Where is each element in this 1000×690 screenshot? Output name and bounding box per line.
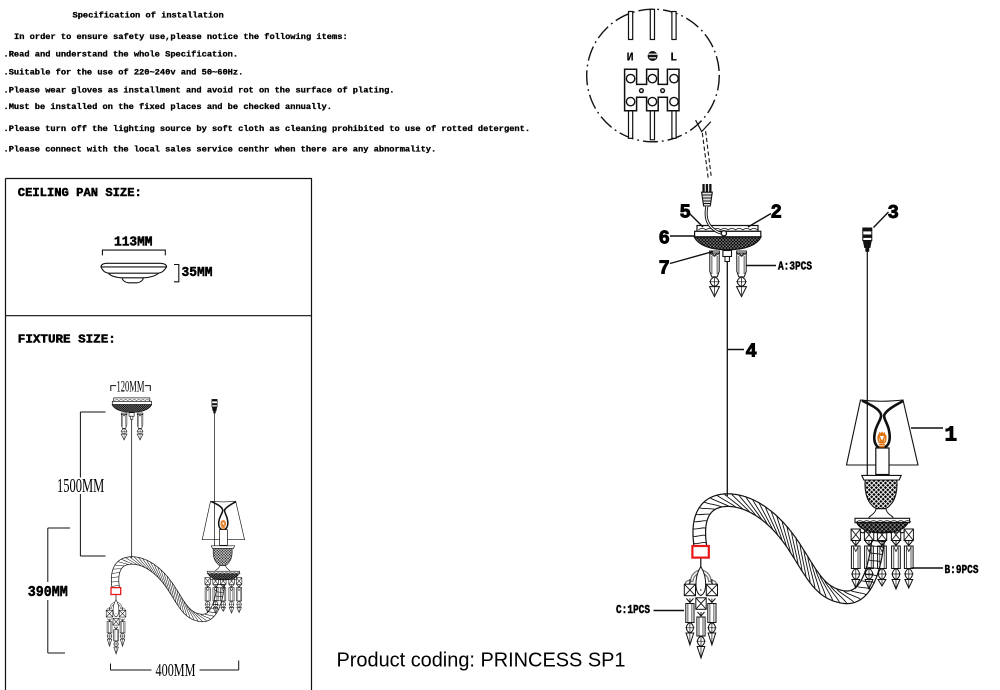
svg-text:6: 6 xyxy=(659,228,670,250)
svg-text:35MM: 35MM xyxy=(182,265,213,281)
svg-text:L: L xyxy=(670,51,677,65)
svg-text:5: 5 xyxy=(680,202,691,224)
svg-text:B:9PCS: B:9PCS xyxy=(945,563,979,577)
svg-text:.Must be installed on the fixe: .Must be installed on the fixed places a… xyxy=(4,102,332,112)
svg-text:1500MM: 1500MM xyxy=(57,476,104,497)
svg-text:1: 1 xyxy=(945,425,958,448)
svg-text:7: 7 xyxy=(659,258,670,280)
svg-text:CEILING PAN SIZE:: CEILING PAN SIZE: xyxy=(18,186,142,200)
svg-text:Specification of installation: Specification of installation xyxy=(73,10,224,20)
svg-text:Product coding: PRINCESS SP1: Product coding: PRINCESS SP1 xyxy=(337,650,626,672)
svg-text:C:1PCS: C:1PCS xyxy=(616,603,650,617)
svg-text:.Please connect with the local: .Please connect with the local sales ser… xyxy=(4,145,437,155)
svg-text:400MM: 400MM xyxy=(156,660,196,680)
svg-text:3: 3 xyxy=(888,202,899,224)
svg-text:113MM: 113MM xyxy=(114,236,153,251)
svg-text:2: 2 xyxy=(771,202,782,224)
svg-text:A:3PCS: A:3PCS xyxy=(778,260,812,274)
svg-text:.Please turn off the lighting: .Please turn off the lighting source by … xyxy=(4,124,531,134)
svg-text:.Please wear gloves as install: .Please wear gloves as installment and a… xyxy=(4,86,395,96)
svg-text:И: И xyxy=(627,51,634,65)
svg-text:4: 4 xyxy=(746,341,757,363)
svg-text:.Read and understand the whole: .Read and understand the whole Specifica… xyxy=(4,50,239,60)
svg-text:390MM: 390MM xyxy=(28,584,68,601)
svg-text:FIXTURE SIZE:: FIXTURE SIZE: xyxy=(18,332,116,346)
svg-text:120MM: 120MM xyxy=(117,378,145,395)
svg-text:In order to ensure safety use,: In order to ensure safety use,please not… xyxy=(14,32,348,42)
svg-text:.Suitable for the use of 220~2: .Suitable for the use of 220~240v and 50… xyxy=(4,68,244,78)
